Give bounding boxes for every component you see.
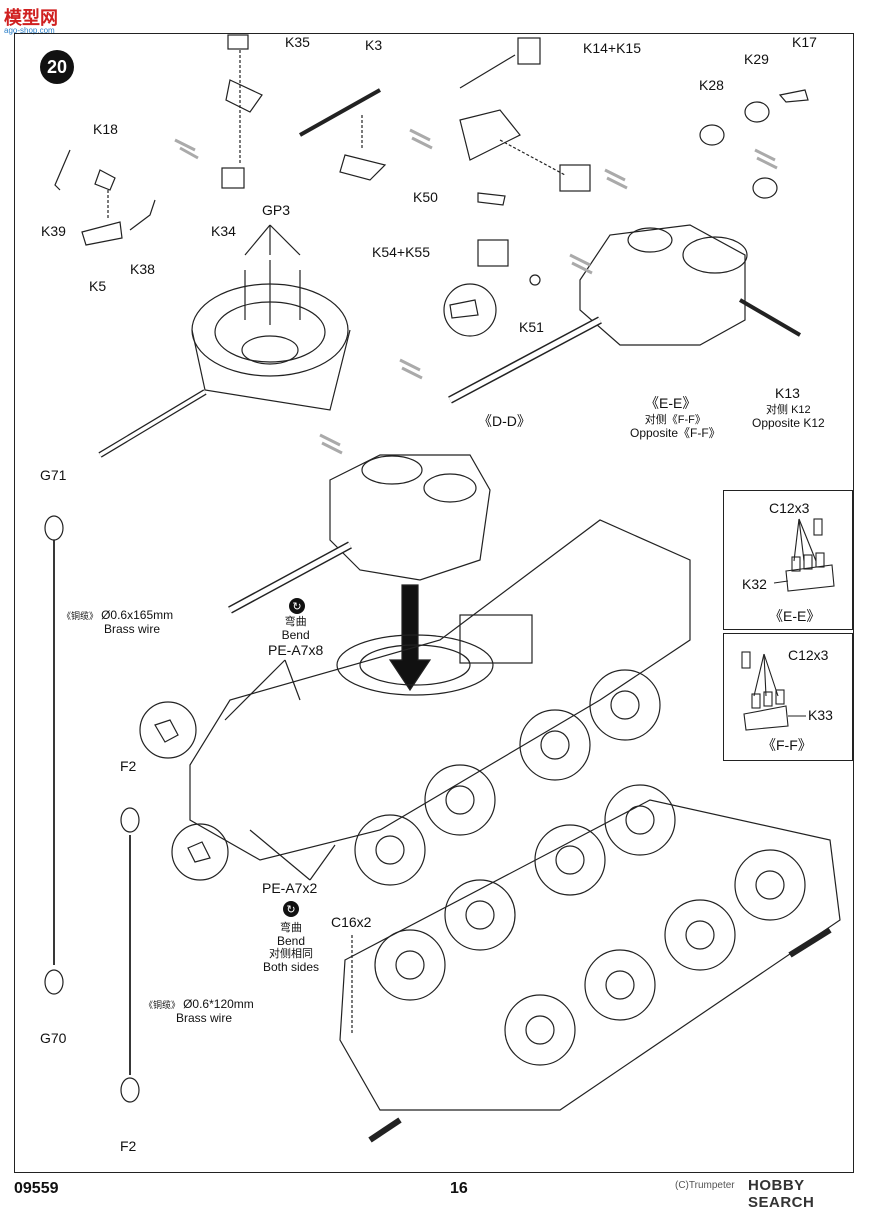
watermark-copyright: (C)Trumpeter (675, 1180, 735, 1191)
label-k51: K51 (519, 319, 544, 335)
note-k13-opposite: 对侧 K12 Opposite K12 (752, 404, 825, 430)
label-k14-k15: K14+K15 (583, 40, 641, 56)
label-f2-top: F2 (120, 758, 137, 774)
label-k32: K32 (742, 576, 767, 592)
label-f2-bottom: F2 (120, 1138, 137, 1154)
watermark-logo: HOBBY SEARCH (748, 1177, 815, 1211)
note-bend-both-sides: 弯曲 Bend 对侧相同 Both sides (263, 922, 320, 974)
page-number: 16 (450, 1180, 468, 1197)
note-brass-wire-120: 《铜缆》 Ø0.6*120mm Brass wire (144, 997, 254, 1025)
bend-icon: ↻ (283, 901, 299, 917)
label-k5: K5 (89, 278, 107, 294)
label-k29: K29 (744, 51, 769, 67)
label-pe-a7x2: PE-A7x2 (262, 880, 318, 896)
kit-number: 09559 (14, 1180, 59, 1197)
label-k54-k55: K54+K55 (372, 244, 430, 260)
detail-ee-drawing (773, 518, 835, 592)
detail-ff-drawing (741, 651, 806, 731)
label-k17: K17 (792, 34, 817, 50)
site-url: ago-shop.com (4, 26, 55, 35)
label-k18: K18 (93, 121, 118, 137)
bend-icon: ↻ (289, 598, 305, 614)
site-logo: 模型网 (4, 8, 58, 28)
label-k50: K50 (413, 189, 438, 205)
detail-box-ee: C12x3 K32 《E-E》 (723, 490, 853, 630)
label-k35: K35 (285, 34, 310, 50)
detail-ee-caption: 《E-E》 (769, 608, 821, 624)
label-c12x3: C12x3 (788, 647, 829, 663)
label-g70: G70 (40, 1030, 67, 1046)
label-k34: K34 (211, 223, 236, 239)
detail-ff-caption: 《F-F》 (762, 737, 812, 753)
label-k38: K38 (130, 261, 155, 277)
note-ee-opposite: 对侧《F-F》 Opposite《F-F》 (630, 414, 721, 440)
label-section-dd: 《D-D》 (478, 413, 531, 429)
label-gp3: GP3 (262, 202, 291, 218)
detail-box-ff: C12x3 K33 《F-F》 (723, 633, 853, 761)
note-brass-wire-165: 《铜缆》 Ø0.6x165mm Brass wire (62, 608, 174, 636)
label-k3: K3 (365, 37, 383, 53)
label-g71: G71 (40, 467, 67, 483)
label-k13: K13 (775, 385, 800, 401)
label-k33: K33 (808, 707, 833, 723)
label-section-ee: 《E-E》 (645, 395, 697, 411)
label-k28: K28 (699, 77, 724, 93)
step-number-badge: 20 (40, 50, 74, 84)
label-k39: K39 (41, 223, 66, 239)
label-c16x2: C16x2 (331, 914, 372, 930)
note-bend-pe-a7x8: 弯曲 Bend PE-A7x8 (268, 616, 324, 658)
label-c12x3: C12x3 (769, 500, 810, 516)
instruction-frame (14, 33, 854, 1173)
